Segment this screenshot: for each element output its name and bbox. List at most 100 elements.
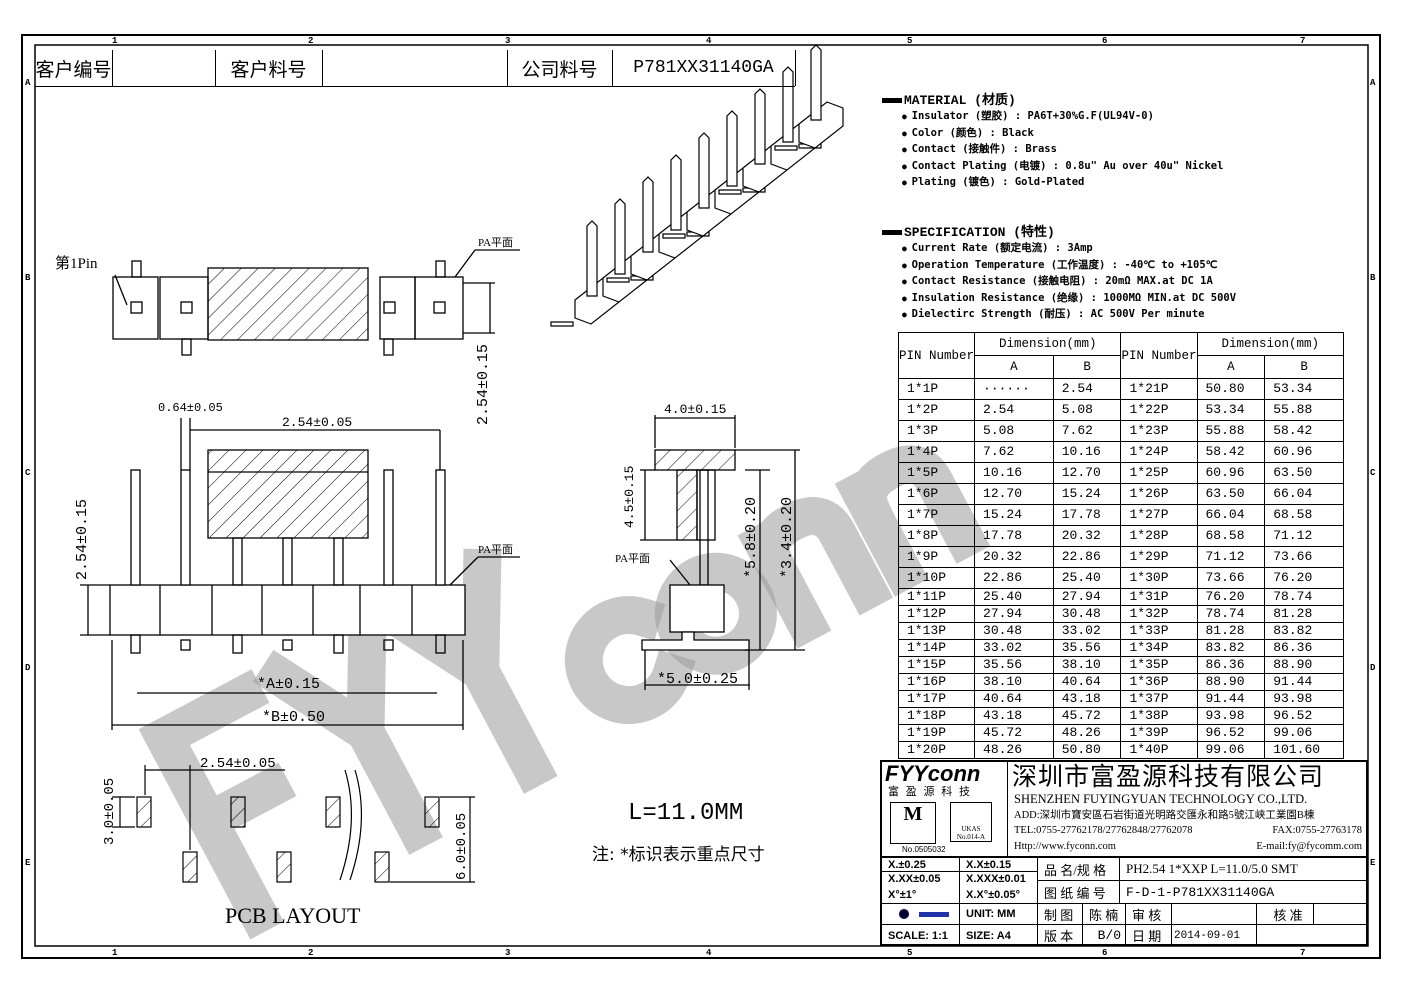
- dimension-a: 40.64: [974, 690, 1054, 708]
- pin-number: 1*39P: [1120, 724, 1198, 742]
- grid-row-label: A: [1370, 78, 1376, 88]
- housing-segment: [798, 101, 844, 149]
- pin-number: 1*18P: [897, 707, 976, 725]
- pcb-layout-title: PCB LAYOUT: [225, 903, 361, 928]
- dimension-header: Dimension(mm): [1196, 332, 1344, 356]
- note: 注: *标识表示重点尺寸: [592, 845, 765, 865]
- dimension-header: Dimension(mm): [974, 332, 1122, 356]
- dim-4-0: 4.0±0.15: [664, 402, 726, 417]
- pin: [782, 66, 794, 143]
- pin-number: 1*29P: [1120, 546, 1198, 568]
- pin-number: 1*21P: [1120, 378, 1198, 400]
- drawing-no-label: 图 纸 编 号: [1038, 881, 1120, 904]
- dim-4-5: 4.5±0.15: [622, 466, 637, 528]
- dimension-a: 81.28: [1196, 622, 1266, 640]
- pin-number: 1*8P: [897, 525, 976, 547]
- dimension-a: 15.24: [974, 504, 1054, 526]
- drawn-value: 陈 楠: [1083, 904, 1126, 925]
- approve-label: 核 准: [1257, 904, 1314, 925]
- grid-column-label: 2: [308, 36, 313, 46]
- header-rule: [35, 86, 795, 87]
- dim-B: *B±0.50: [262, 709, 325, 726]
- spec-item: Current Rate (额定电流) : 3Amp: [902, 240, 1236, 257]
- spec-item: Insulation Resistance (绝缘) : 1000MΩ MIN.…: [902, 290, 1236, 307]
- grid-row-label: E: [1370, 858, 1376, 868]
- dimension-b: 58.42: [1264, 420, 1344, 442]
- specification-section: SPECIFICATION (特性) Current Rate (额定电流) :…: [882, 221, 1236, 323]
- dimension-b: 45.72: [1052, 707, 1122, 725]
- material-title: MATERIAL (材质): [882, 89, 1223, 108]
- pin-number: 1*32P: [1120, 605, 1198, 623]
- dimension-b: 40.64: [1052, 673, 1122, 691]
- dimension-b: 83.82: [1264, 622, 1344, 640]
- dimension-b: 86.36: [1264, 639, 1344, 657]
- grid-row-label: D: [25, 663, 31, 673]
- dimension-a: 50.80: [1196, 378, 1266, 400]
- grid-column-label: 5: [907, 948, 912, 958]
- revision-value: B/0: [1083, 925, 1126, 946]
- logo-subtitle: 富 盈 源 科 技: [888, 786, 972, 798]
- dimension-a: 58.42: [1196, 441, 1266, 463]
- dimension-a: 7.62: [974, 441, 1054, 463]
- pin-number: 1*13P: [897, 622, 976, 640]
- pin-number: 1*10P: [897, 567, 976, 589]
- pin: [754, 88, 766, 165]
- dimension-b: 76.20: [1264, 567, 1344, 589]
- dimension-b: 17.78: [1052, 504, 1122, 526]
- grid-column-label: 3: [505, 36, 510, 46]
- pa-face-label: PA平面: [478, 237, 513, 249]
- pin-number: 1*22P: [1120, 399, 1198, 421]
- dimension-a: 25.40: [974, 588, 1054, 606]
- dim-A: *A±0.15: [257, 676, 320, 693]
- material-section: MATERIAL (材质) Insulator (塑胶) : PA6T+30%G…: [882, 89, 1223, 191]
- pa-face-label-front: PA平面: [478, 544, 513, 556]
- divider: [882, 856, 1366, 858]
- dimension-b: 53.34: [1264, 378, 1344, 400]
- dimension-b: 96.52: [1264, 707, 1344, 725]
- dimension-b: 33.02: [1052, 622, 1122, 640]
- dimension-b: 20.32: [1052, 525, 1122, 547]
- pcb-layout: [112, 765, 475, 883]
- dimension-a: 96.52: [1196, 724, 1266, 742]
- pin-number: 1*36P: [1120, 673, 1198, 691]
- pin: [586, 220, 598, 297]
- dimension-b: 91.44: [1264, 673, 1344, 691]
- tolerance: X.X°±0.05°: [960, 886, 1038, 904]
- revision-label: 版 本: [1038, 925, 1083, 946]
- pcb-dim-3-0: 3.0±0.05: [102, 778, 118, 845]
- col-a: A: [974, 355, 1054, 379]
- pin-number: 1*1P: [897, 378, 976, 400]
- moody-cert-icon: M: [890, 802, 936, 844]
- customer-code-value: [112, 50, 216, 86]
- pin-number: 1*25P: [1120, 462, 1198, 484]
- customer-code-label: 客户编号: [35, 50, 113, 86]
- material-item: Plating (镀色) : Gold-Plated: [902, 174, 1223, 191]
- dimension-b: 55.88: [1264, 399, 1344, 421]
- first-pin-label: 第1Pin: [55, 254, 98, 272]
- dimension-b: 22.86: [1052, 546, 1122, 568]
- pcb-dim-6-0: 6.0±0.05: [454, 813, 470, 880]
- pin: [698, 132, 710, 209]
- pin: [726, 110, 738, 187]
- outer-frame: [21, 34, 1381, 959]
- dimension-a: 71.12: [1196, 546, 1266, 568]
- email[interactable]: E-mail:fy@fycomm.com: [1256, 841, 1362, 852]
- ukas-number: No.014-A: [956, 833, 986, 841]
- dim-2-54-pitch: 2.54±0.05: [282, 415, 352, 430]
- grid-row-label: A: [25, 78, 31, 88]
- dim-2-54-vertical-top: 2.54±0.15: [475, 344, 492, 425]
- pin-number: 1*30P: [1120, 567, 1198, 589]
- website[interactable]: Http://www.fyconn.com: [1014, 841, 1116, 852]
- material-item: Insulator (塑胶) : PA6T+30%G.F(UL94V-0): [902, 108, 1223, 125]
- dimension-b: 2.54: [1052, 378, 1122, 400]
- dimension-a: 45.72: [974, 724, 1054, 742]
- grid-row-label: C: [25, 468, 31, 478]
